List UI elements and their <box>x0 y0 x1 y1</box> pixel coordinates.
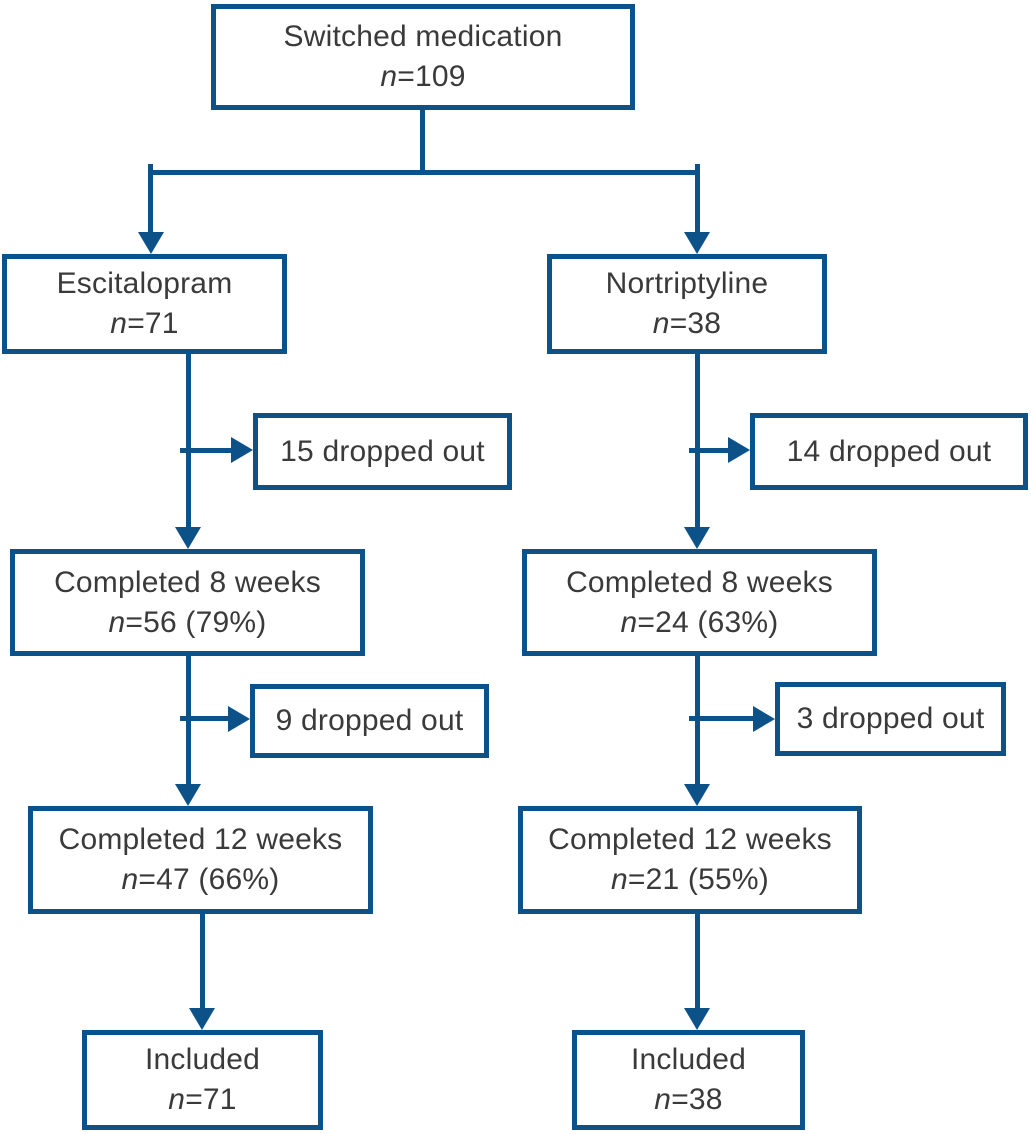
node-title: Completed 8 weeks <box>566 565 833 599</box>
flow-node-dropout-14: 14 dropped out <box>750 413 1028 490</box>
node-n-line: n=56 (79%) <box>108 605 267 639</box>
flow-node-completed-8-weeks-nortriptyline: Completed 8 weeks n=24 (63%) <box>522 549 877 656</box>
node-title: Included <box>144 1043 261 1076</box>
connector-split-horizontal <box>148 170 700 175</box>
node-n-line: n=24 (63%) <box>620 605 779 639</box>
arrow-down-icon <box>684 1008 710 1030</box>
node-title: Escitalopram <box>56 267 233 300</box>
arrow-right-icon <box>231 437 253 463</box>
node-n-line: n=71 <box>168 1083 237 1116</box>
arrow-down-icon <box>684 232 710 254</box>
connector-split-left-arm <box>148 164 153 232</box>
node-title: 9 dropped out <box>275 704 464 737</box>
arrow-down-icon <box>175 527 201 549</box>
node-n-line: n=21 (55%) <box>611 863 769 896</box>
arrow-right-icon <box>728 437 750 463</box>
flow-node-included-escitalopram: Included n=71 <box>82 1030 323 1130</box>
node-title: Completed 8 weeks <box>54 565 321 599</box>
flow-node-completed-12-weeks-nortriptyline: Completed 12 weeks n=21 (55%) <box>518 806 862 914</box>
node-n-line: n=109 <box>380 60 466 93</box>
flow-node-escitalopram: Escitalopram n=71 <box>2 254 287 354</box>
node-title: 3 dropped out <box>796 702 985 735</box>
flow-node-completed-12-weeks-escitalopram: Completed 12 weeks n=47 (66%) <box>28 806 373 914</box>
node-title: Completed 12 weeks <box>58 823 343 856</box>
flow-node-dropout-9: 9 dropped out <box>250 684 489 758</box>
flow-node-completed-8-weeks-escitalopram: Completed 8 weeks n=56 (79%) <box>10 549 365 656</box>
arrow-down-icon <box>138 232 164 254</box>
node-n-line: n=71 <box>110 307 179 340</box>
node-n-line: n=38 <box>652 307 722 340</box>
flow-node-dropout-3: 3 dropped out <box>775 682 1006 756</box>
connector-escitalopram-down <box>186 353 191 527</box>
arrow-down-icon <box>189 1008 215 1030</box>
node-title: 15 dropped out <box>280 434 485 468</box>
flow-node-dropout-15: 15 dropped out <box>253 413 512 490</box>
connector-dropout-branch <box>180 716 228 721</box>
node-title: 14 dropped out <box>786 434 992 468</box>
node-n-line: n=47 (66%) <box>121 863 280 896</box>
connector-split-right-arm <box>695 164 700 232</box>
node-title: Included <box>630 1043 747 1076</box>
arrow-down-icon <box>175 784 201 806</box>
connector-dropout-branch <box>689 716 753 721</box>
connector-nortriptyline-down <box>695 354 700 527</box>
node-title: Completed 12 weeks <box>548 823 832 856</box>
connector-dropout-branch <box>689 448 728 453</box>
arrow-down-icon <box>684 784 710 806</box>
flow-node-included-nortriptyline: Included n=38 <box>572 1030 805 1130</box>
flow-node-switched-medication: Switched medication n=109 <box>211 4 635 110</box>
arrow-down-icon <box>684 527 710 549</box>
node-title: Nortriptyline <box>605 267 769 300</box>
arrow-right-icon <box>753 706 775 732</box>
connector-top-stem <box>420 110 425 175</box>
connector-dropout-branch <box>180 448 231 453</box>
flow-node-nortriptyline: Nortriptyline n=38 <box>547 254 827 354</box>
connector-completed12-escitalopram-down <box>200 914 205 1008</box>
connector-completed12-nortriptyline-down <box>695 914 700 1008</box>
arrow-right-icon <box>228 706 250 732</box>
node-title: Switched medication <box>283 20 563 53</box>
node-n-line: n=38 <box>654 1083 723 1116</box>
